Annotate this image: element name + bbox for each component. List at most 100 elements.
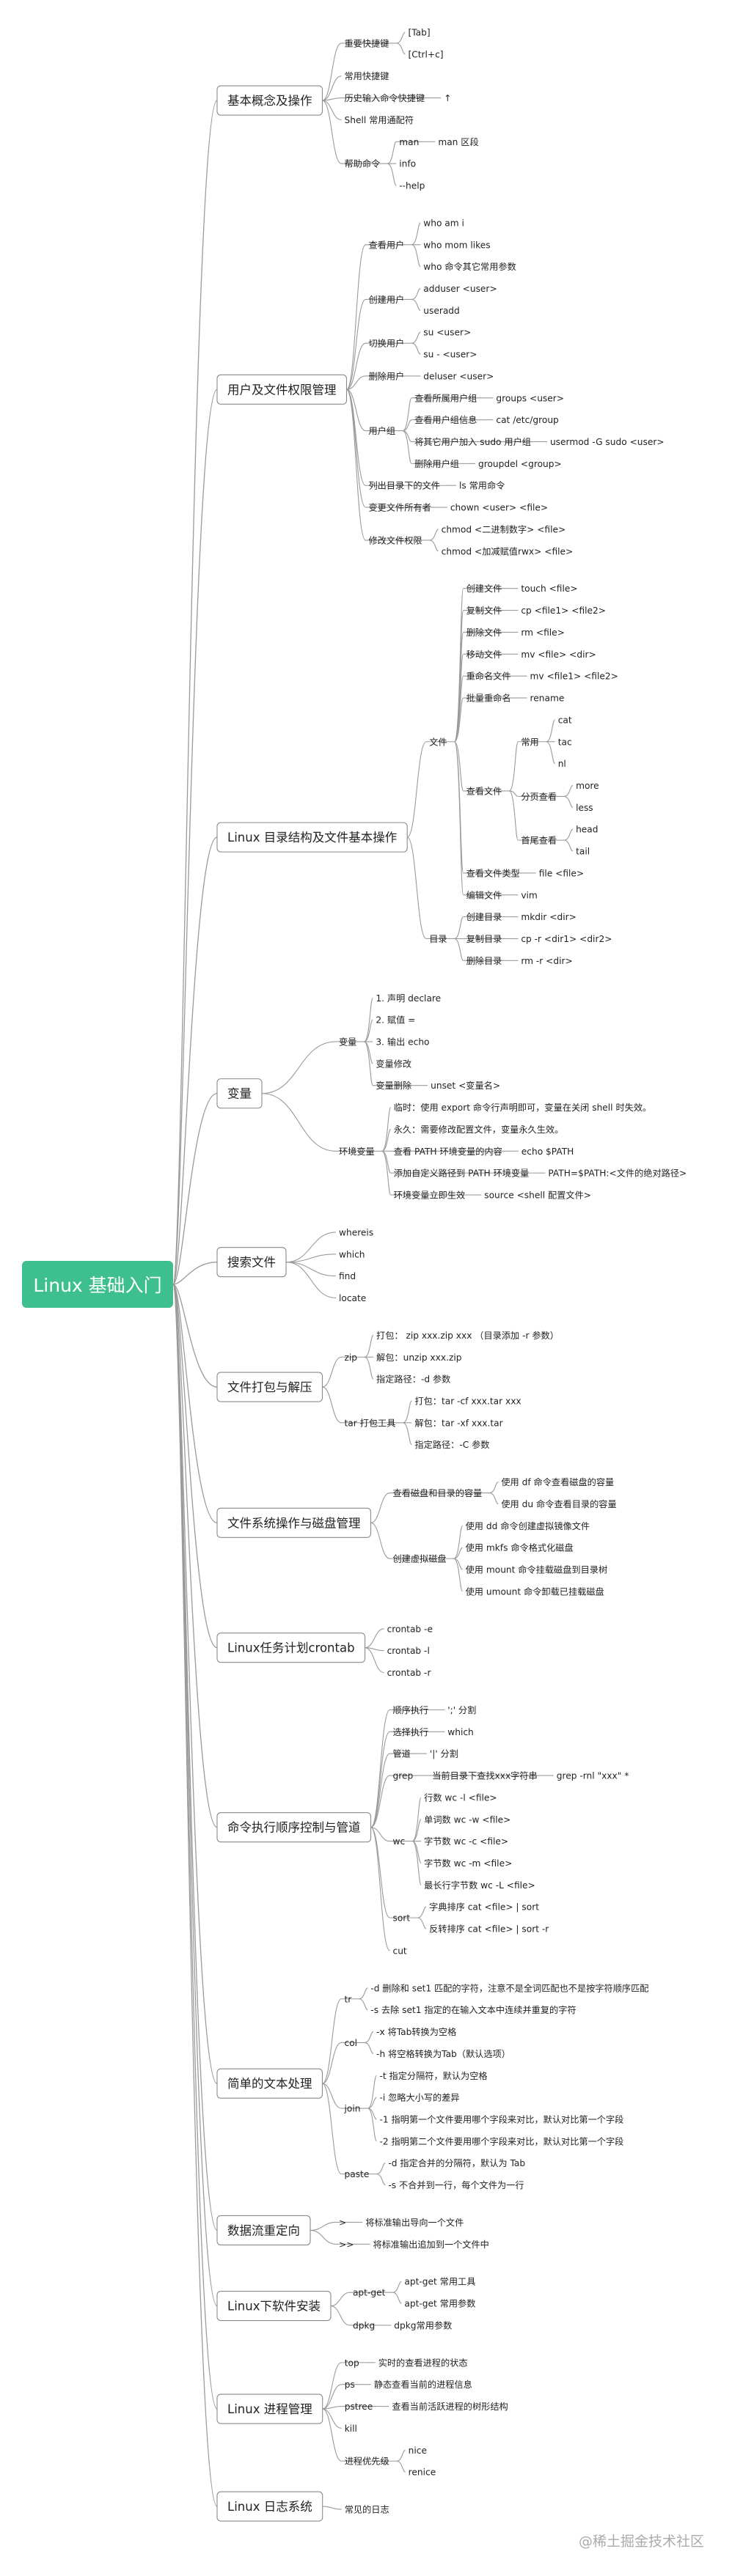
branch-label: Linux 目录结构及文件基本操作 xyxy=(227,831,397,844)
node-d2-3: 删除用户组 xyxy=(414,458,459,469)
node-cut: cut xyxy=(393,1946,407,1956)
branch-label: Linux 日志系统 xyxy=(227,2500,312,2514)
node-tr: tr xyxy=(345,1994,353,2004)
node-d2-3: 变量修改 xyxy=(376,1058,411,1069)
node-info: info xyxy=(399,159,416,169)
branch-label: 命令执行顺序控制与管道 xyxy=(227,1821,361,1835)
node-d2-6: 查看文件 xyxy=(466,785,502,796)
node-renice: renice xyxy=(409,2468,436,2478)
node-more: more xyxy=(576,781,599,791)
node-apt-get: apt-get 常用工具 xyxy=(404,2277,475,2287)
node-d1-4: 帮助命令 xyxy=(345,158,381,169)
branch-linux: Linux 日志系统 xyxy=(216,2491,323,2522)
branch-label: 用户及文件权限管理 xyxy=(227,383,337,397)
node-crontab-l: crontab -l xyxy=(387,1646,430,1656)
node-d1-0: 常见的日志 xyxy=(345,2504,389,2515)
node-useradd: useradd xyxy=(423,306,460,316)
node-zip: zip xyxy=(345,1353,358,1363)
node-d2-2: 删除目录 xyxy=(466,955,502,966)
node-dpkg: dpkg xyxy=(353,2320,375,2330)
node-unzip-xxx-zip: 解包：unzip xxx.zip xyxy=(376,1353,462,1363)
node-path-path: PATH=$PATH:<文件的绝对路径> xyxy=(548,1168,687,1179)
node-d1-0: 变量 xyxy=(339,1036,356,1047)
branch-label: 搜索文件 xyxy=(227,1256,276,1270)
branch-linux-crontab: Linux任务计划crontab xyxy=(216,1633,366,1663)
node-su-user: su <user> xyxy=(423,328,471,338)
node-find: find xyxy=(339,1271,356,1281)
node-d2-0: 查看所属用户组 xyxy=(414,392,477,403)
node-s-set1: -s 去除 set1 指定的在输入文本中连续并重复的字符 xyxy=(370,2004,576,2015)
branch-label: Linux下软件安装 xyxy=(227,2300,321,2314)
node-usermod-g-sudo-user: usermod -G sudo <user> xyxy=(550,437,665,447)
branch-b4: 搜索文件 xyxy=(216,1247,287,1278)
node-cat-etc-group: cat /etc/group xyxy=(496,415,559,425)
node-d2-0: 查看当前活跃进程的树形结构 xyxy=(392,2401,508,2412)
node-d2-1: 复制目录 xyxy=(466,934,502,944)
node-which: which xyxy=(447,1727,474,1737)
node-top: top xyxy=(345,2358,359,2368)
node-d1-1: 创建用户 xyxy=(369,294,405,305)
branch-b3: 变量 xyxy=(216,1078,263,1109)
branch-label: Linux 进程管理 xyxy=(227,2402,312,2416)
node-3-echo: 3. 输出 echo xyxy=(376,1036,429,1047)
root-title: Linux 基础入门 xyxy=(33,1275,161,1296)
branch-label: 变量 xyxy=(227,1087,252,1101)
node-groups-user: groups <user> xyxy=(496,393,564,403)
node-d2-8: 编辑文件 xyxy=(466,889,502,900)
watermark: @稀土掘金技术社区 xyxy=(578,2533,704,2550)
branch-b6: 文件系统操作与磁盘管理 xyxy=(216,1507,372,1538)
node-tab: [Tab] xyxy=(408,28,430,38)
node-tac: tac xyxy=(558,737,572,747)
node-d1-4: 用户组 xyxy=(369,425,396,436)
node-d2-5: 批量重命名 xyxy=(466,693,511,704)
node-x-tab: -x 将Tab转换为空格 xyxy=(376,2026,456,2037)
node-d2-0: 将标准输出追加到一个文件中 xyxy=(373,2239,488,2250)
node-d2-4: 环境变量立即生效 xyxy=(394,1189,466,1200)
node-d1-2: 切换用户 xyxy=(369,338,405,349)
node-crontab-e: crontab -e xyxy=(387,1624,433,1634)
node-d3-1: 分页查看 xyxy=(521,792,557,802)
branch-label: Linux任务计划crontab xyxy=(227,1641,355,1655)
node-d1-1: 常用快捷键 xyxy=(345,71,389,81)
node-1: -1 指明第一个文件要用哪个字段来对比，默认对比第一个字段 xyxy=(379,2113,623,2124)
node-cat-file-sort-r: 反转排序 cat <file> | sort -r xyxy=(429,1924,549,1935)
node-deluser-user: deluser <user> xyxy=(423,371,494,381)
branch-label: 数据流重定向 xyxy=(227,2223,300,2237)
node-mv-file-dir: mv <file> <dir> xyxy=(521,649,596,660)
node-chown-user-file: chown <user> <file> xyxy=(450,503,548,513)
node-1-declare: 1. 声明 declare xyxy=(376,993,441,1004)
node-tail: tail xyxy=(576,847,590,857)
node-wc-c-file: 字节数 wc -c <file> xyxy=(424,1836,508,1847)
node-df: 使用 df 命令查看磁盘的容量 xyxy=(501,1476,614,1487)
branch-label: 文件打包与解压 xyxy=(227,1380,312,1394)
node-mkdir-dir: mkdir <dir> xyxy=(521,912,577,922)
node-path: 查看 PATH 环境变量的内容 xyxy=(394,1146,502,1157)
node-wc-l-file: 行数 wc -l <file> xyxy=(424,1792,497,1803)
node-wc-w-file: 单词数 wc -w <file> xyxy=(424,1814,510,1825)
node-d1-5: 列出目录下的文件 xyxy=(369,480,441,491)
node-sudo: 将其它用户加入 sudo 用户组 xyxy=(414,436,531,447)
node-h-tab: -h 将空格转换为Tab（默认选项） xyxy=(376,2048,510,2059)
branch-label: 文件系统操作与磁盘管理 xyxy=(227,1516,361,1530)
node-xxx: 当前目录下查找xxx字符串 xyxy=(432,1770,538,1781)
node-cp-r-dir1-dir2: cp -r <dir1> <dir2> xyxy=(521,934,612,944)
node-d1-0: 查看磁盘和目录的容量 xyxy=(393,1487,483,1498)
node-d1-0: 文件 xyxy=(429,736,447,747)
node-s: -s 不合并到一行，每个文件为一行 xyxy=(388,2179,524,2190)
branch-b0: 基本概念及操作 xyxy=(216,85,323,116)
branch-linux: Linux下软件安装 xyxy=(216,2291,332,2322)
node-col: col xyxy=(345,2038,358,2048)
connector-lines xyxy=(172,32,574,2510)
node-who-am-i: who am i xyxy=(423,218,464,228)
node-d1-4: 进程优先级 xyxy=(345,2456,389,2467)
node-2: -2 指明第二个文件要用哪个字段来对比，默认对比第一个字段 xyxy=(379,2135,623,2146)
node-grep-rnl-xxx: grep -rnl "xxx" * xyxy=(557,1771,629,1781)
node-locate: locate xyxy=(339,1293,366,1303)
node-man: man xyxy=(399,137,419,147)
node-d1-0: 顺序执行 xyxy=(393,1704,429,1715)
node-d2-0: 静态查看当前的进程信息 xyxy=(374,2379,472,2390)
node-d1-2: 历史输入命令快捷键 xyxy=(345,92,425,103)
node-d2-0: 创建目录 xyxy=(466,912,502,922)
node-rm-r-dir: rm -r <dir> xyxy=(521,956,572,966)
